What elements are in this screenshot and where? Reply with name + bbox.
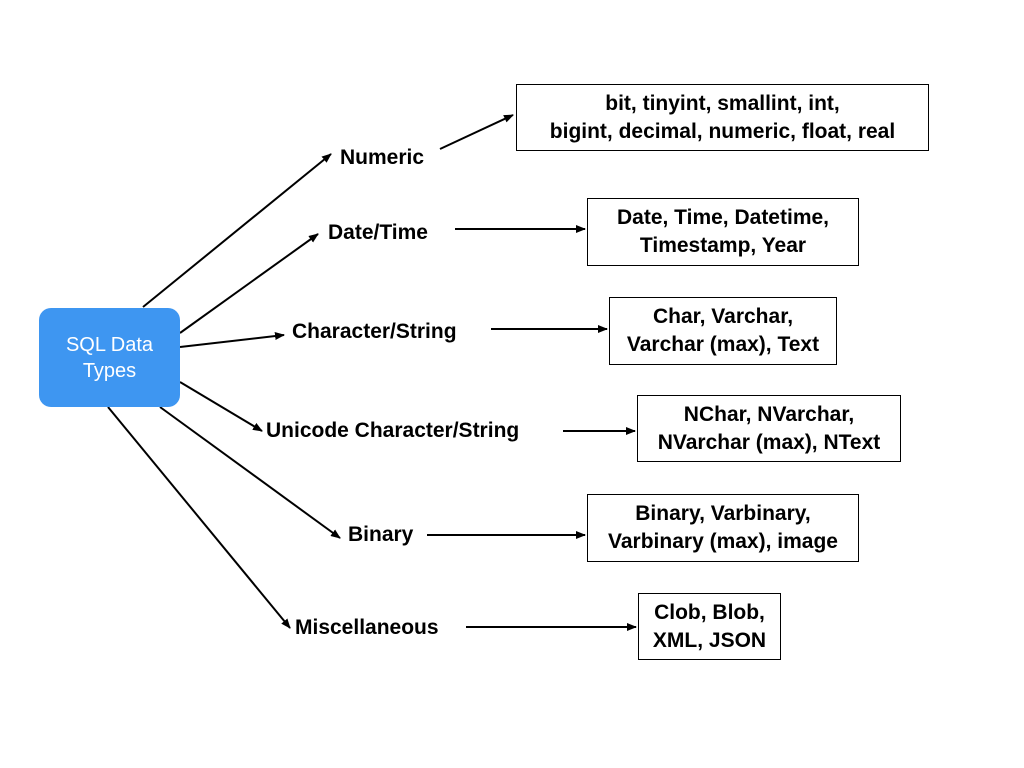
types-datetime-line-2: Timestamp, Year — [639, 234, 807, 257]
connector-numeric-types — [439, 114, 514, 150]
types-unicode-line-1: NChar, NVarchar, — [683, 402, 855, 426]
category-label-binary: Binary — [348, 523, 414, 546]
root-line-1: SQL Data — [65, 333, 154, 356]
category-label-unicode-character-string: Unicode Character/String — [266, 419, 520, 442]
types-box-character-string: Char, Varchar, Varchar (max), Text — [609, 297, 837, 365]
connector-root-datetime — [179, 233, 319, 334]
types-box-binary: Binary, Varbinary, Varbinary (max), imag… — [587, 494, 859, 562]
types-binary-line-1: Binary, Varbinary, — [635, 502, 811, 525]
types-datetime-line-1: Date, Time, Datetime, — [616, 206, 830, 229]
types-box-numeric: bit, tinyint, smallint, int, bigint, dec… — [516, 84, 929, 151]
types-box-unicode-character-string: NChar, NVarchar, NVarchar (max), NText — [637, 395, 901, 462]
types-box-miscellaneous: Clob, Blob, XML, JSON — [638, 593, 781, 660]
connector-root-numeric — [142, 153, 332, 308]
root-line-2: Types — [82, 359, 137, 382]
types-misc-line-2: XML, JSON — [652, 628, 767, 652]
category-label-datetime: Date/Time — [328, 221, 428, 244]
connector-root-binary — [159, 406, 341, 539]
root-node: SQL Data Types — [39, 308, 180, 407]
connector-root-character — [179, 332, 285, 348]
types-numeric-line-1: bit, tinyint, smallint, int, — [605, 91, 840, 115]
category-label-character-string: Character/String — [292, 320, 457, 343]
category-label-numeric: Numeric — [340, 146, 425, 169]
category-label-miscellaneous: Miscellaneous — [295, 616, 439, 639]
connector-root-unicode — [179, 381, 263, 432]
connector-root-misc — [107, 406, 291, 629]
types-numeric-line-2: bigint, decimal, numeric, float, real — [549, 119, 896, 143]
types-character-line-2: Varchar (max), Text — [626, 333, 820, 356]
types-binary-line-2: Varbinary (max), image — [608, 530, 838, 553]
types-box-datetime: Date, Time, Datetime, Timestamp, Year — [587, 198, 859, 266]
types-unicode-line-2: NVarchar (max), NText — [657, 430, 881, 454]
types-character-line-1: Char, Varchar, — [652, 305, 794, 328]
types-misc-line-1: Clob, Blob, — [654, 600, 765, 624]
root-node-label: SQL Data Types — [55, 332, 165, 384]
